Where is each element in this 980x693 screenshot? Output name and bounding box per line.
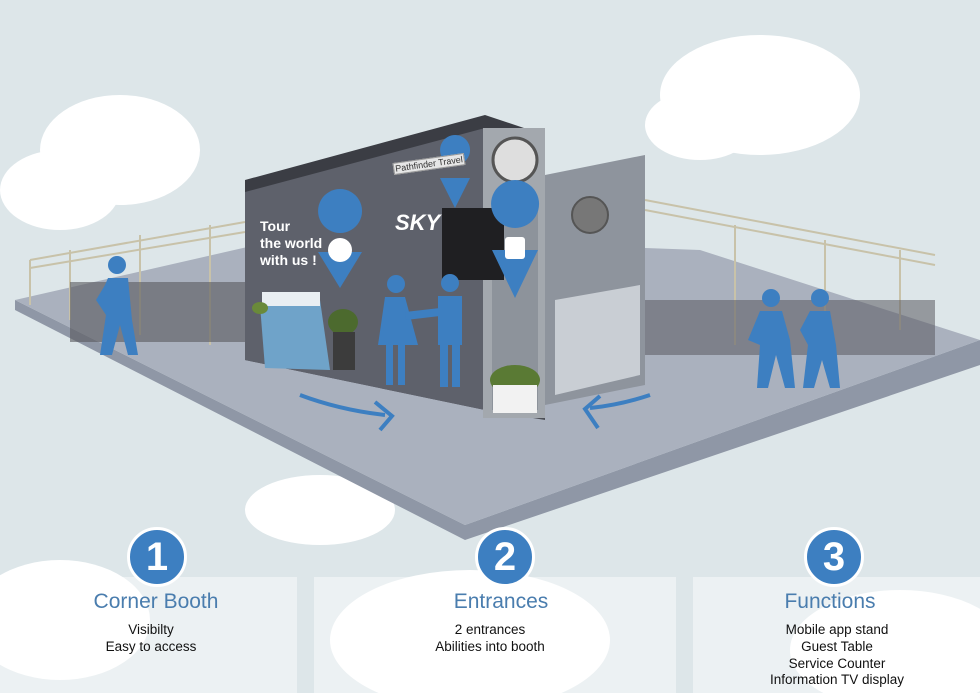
booth-brand: SKY [395,210,441,235]
feature-line: Information TV display [769,672,905,688]
feature-panel-2 [314,577,676,693]
feature-panel-3 [693,577,980,693]
feature-title-corner-booth: Corner Booth [93,590,219,613]
feature-lines-3: Mobile app stand Guest Table Service Cou… [687,622,980,689]
feature-line: Mobile app stand [785,622,889,637]
people-figures [96,256,840,388]
feature-line: Guest Table [801,638,873,654]
floor-plane [15,300,980,540]
tagline-line: with us ! [260,252,317,268]
feature-title-functions: Functions [784,590,876,613]
feature-line: Easy to access [105,638,197,654]
feature-line: Visibilty [128,622,174,637]
booth-tagline: Tour the world with us ! [260,218,380,269]
cloud-shapes [0,35,980,693]
feature-line: Service Counter [788,655,886,671]
feature-number-3: 3 [804,527,864,587]
feature-lines-1: Visibilty Easy to access [1,622,301,656]
feature-title-entrances: Entrances [453,590,549,613]
feature-number-1: 1 [127,527,187,587]
feature-number-2: 2 [475,527,535,587]
feature-line: Abilities into booth [435,638,545,654]
main-booth [245,115,645,420]
tagline-line: the world [260,235,323,251]
entrance-arrows [299,393,651,432]
feature-lines-2: 2 entrances Abilities into booth [340,622,640,656]
tagline-line: Tour [260,218,291,234]
feature-panel-1 [0,577,297,693]
feature-line: 2 entrances [454,622,526,637]
